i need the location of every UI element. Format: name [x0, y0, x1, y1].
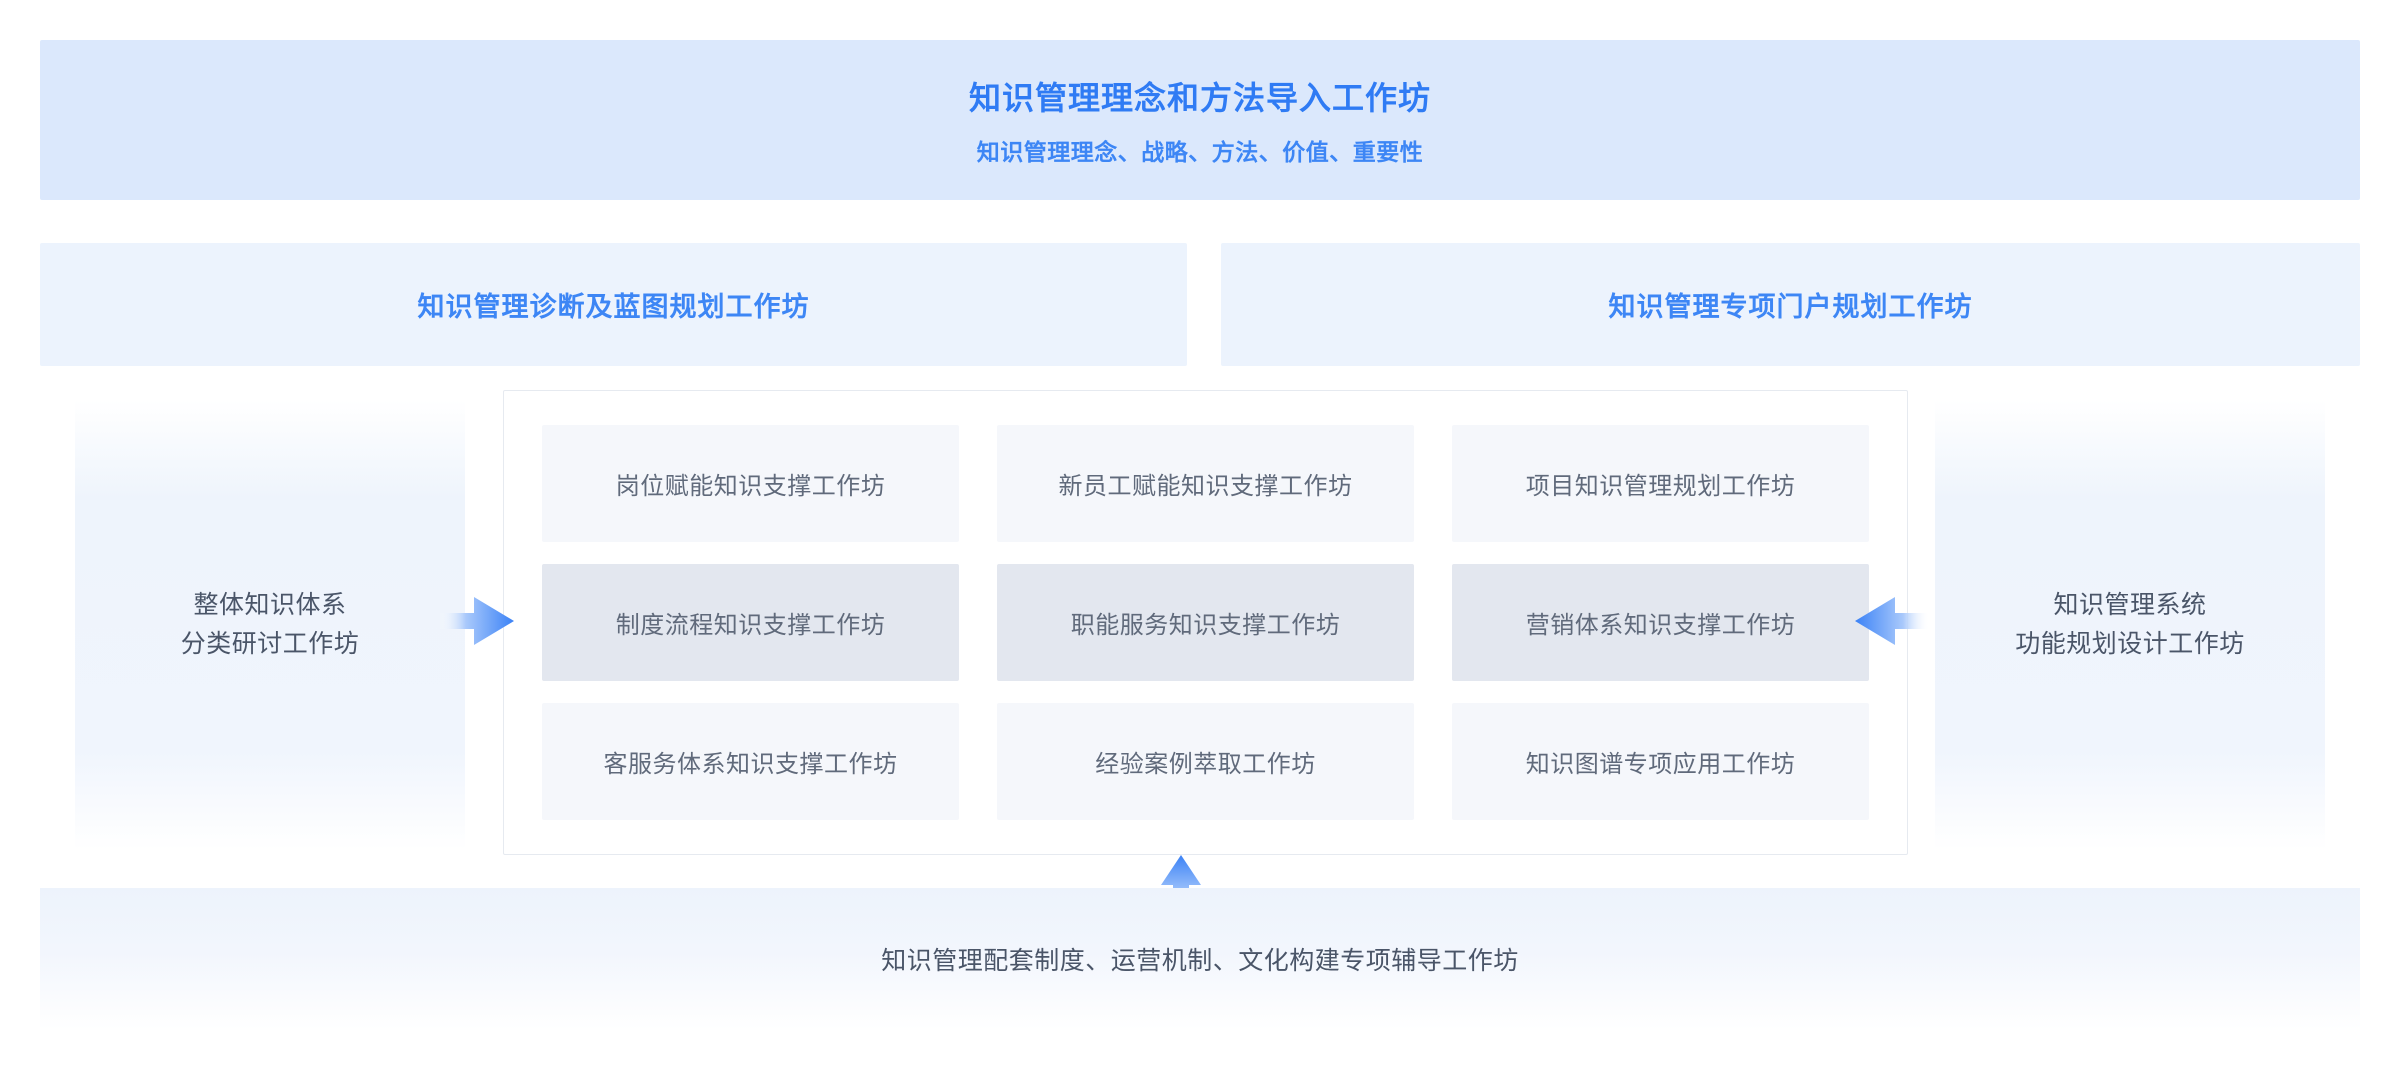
header-banner: 知识管理理念和方法导入工作坊 知识管理理念、战略、方法、价值、重要性: [40, 40, 2360, 200]
workshop-card-label: 经验案例萃取工作坊: [1095, 751, 1316, 778]
workshop-card[interactable]: 职能服务知识支撑工作坊: [997, 564, 1414, 681]
workshop-box-diagnosis-blueprint-label: 知识管理诊断及蓝图规划工作坊: [417, 292, 810, 322]
workshop-card[interactable]: 营销体系知识支撑工作坊: [1452, 564, 1869, 681]
workshop-card[interactable]: 知识图谱专项应用工作坊: [1452, 703, 1869, 820]
workshop-box-diagnosis-blueprint: 知识管理诊断及蓝图规划工作坊: [40, 243, 1187, 366]
workshop-card-label: 职能服务知识支撑工作坊: [1070, 612, 1341, 639]
workshop-card-label: 客服务体系知识支撑工作坊: [603, 751, 898, 778]
workshop-card[interactable]: 新员工赋能知识支撑工作坊: [997, 425, 1414, 542]
workshop-card[interactable]: 经验案例萃取工作坊: [997, 703, 1414, 820]
workshop-card[interactable]: 客服务体系知识支撑工作坊: [542, 703, 959, 820]
workshop-card-label: 营销体系知识支撑工作坊: [1525, 612, 1796, 639]
workshop-box-portal-planning: 知识管理专项门户规划工作坊: [1221, 243, 2360, 366]
side-panel-system-function: 知识管理系统 功能规划设计工作坊: [1935, 400, 2325, 850]
side-panel-knowledge-system-label: 整体知识体系 分类研讨工作坊: [180, 591, 360, 658]
arrow-right-icon: [440, 595, 514, 652]
side-panel-system-function-label: 知识管理系统 功能规划设计工作坊: [2015, 591, 2245, 658]
side-panel-knowledge-system: 整体知识体系 分类研讨工作坊: [75, 400, 465, 850]
bottom-bar-label: 知识管理配套制度、运营机制、文化构建专项辅导工作坊: [881, 947, 1519, 975]
workshop-box-portal-planning-label: 知识管理专项门户规划工作坊: [1608, 292, 1973, 322]
workshop-card-label: 新员工赋能知识支撑工作坊: [1058, 473, 1353, 500]
workshop-card-label: 制度流程知识支撑工作坊: [615, 612, 886, 639]
workshop-card[interactable]: 岗位赋能知识支撑工作坊: [542, 425, 959, 542]
header-title: 知识管理理念和方法导入工作坊: [968, 80, 1431, 116]
workshop-card-label: 知识图谱专项应用工作坊: [1525, 751, 1796, 778]
workshop-card[interactable]: 制度流程知识支撑工作坊: [542, 564, 959, 681]
header-subtitle: 知识管理理念、战略、方法、价值、重要性: [976, 139, 1424, 165]
arrow-left-icon: [1855, 595, 1929, 652]
workshop-card-label: 项目知识管理规划工作坊: [1525, 473, 1796, 500]
bottom-bar-support-workshop: 知识管理配套制度、运营机制、文化构建专项辅导工作坊: [40, 888, 2360, 1030]
workshop-card-label: 岗位赋能知识支撑工作坊: [615, 473, 886, 500]
workshop-card[interactable]: 项目知识管理规划工作坊: [1452, 425, 1869, 542]
workshop-card-grid: 岗位赋能知识支撑工作坊 新员工赋能知识支撑工作坊 项目知识管理规划工作坊制度流程知识…: [503, 390, 1908, 855]
